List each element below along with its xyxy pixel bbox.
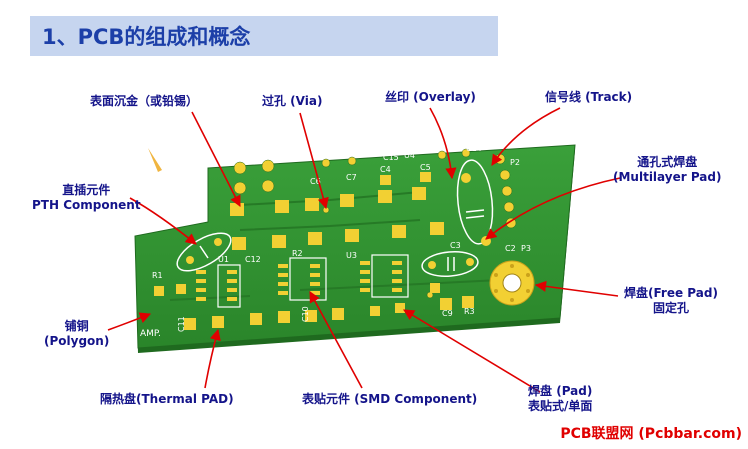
label-multilayer-pad: 通孔式焊盘 (Multilayer Pad) (613, 155, 721, 185)
page-title: 1、PCB的组成和概念 (42, 25, 251, 49)
silk-c6: C6 (310, 177, 321, 186)
silk-p3: P3 (521, 244, 531, 253)
label-pth-line2: PTH Component (32, 198, 141, 212)
pth-component-outline (176, 232, 232, 272)
silk-c3: C3 (450, 241, 461, 250)
label-overlay: 丝印 (Overlay) (385, 90, 476, 104)
label-free-pad: 焊盘(Free Pad) 固定孔 (624, 286, 718, 316)
silk-c12: C12 (245, 255, 261, 264)
label-multilayer-line2: (Multilayer Pad) (613, 170, 722, 184)
label-free-pad-line1: 焊盘(Free Pad) (624, 286, 718, 300)
arrow-free-pad (534, 280, 619, 297)
label-pth-line1: 直插元件 (62, 183, 111, 197)
label-polygon-line2: (Polygon) (44, 334, 110, 348)
silk-c10: C10 (301, 306, 310, 322)
ic-outlines (217, 254, 409, 308)
title-bar: 1、PCB的组成和概念 (30, 16, 498, 56)
mounting-hole (489, 260, 535, 306)
silk-p2: P2 (510, 158, 520, 167)
silk-r3: R3 (464, 307, 475, 316)
arrow-thermal (204, 328, 221, 389)
silk-u3: U3 (346, 251, 357, 260)
label-multilayer-line1: 通孔式焊盘 (637, 155, 698, 169)
silk-u1: U1 (218, 255, 229, 264)
label-thermal-pad: 隔热盘(Thermal PAD) (100, 392, 234, 406)
overlay-capacitor-c14 (456, 159, 494, 246)
label-smd-component: 表贴元件 (SMD Component) (302, 392, 478, 406)
arrow-multilayer (485, 177, 621, 240)
silk-c5: C5 (420, 163, 431, 172)
label-via: 过孔 (Via) (262, 94, 323, 108)
arrow-pth (129, 197, 197, 245)
callout-arrows (107, 107, 621, 393)
silk-c7: C7 (346, 173, 357, 182)
label-pad-line1: 焊盘 (Pad) (528, 384, 593, 398)
overlay-capacitor-c3 (421, 251, 479, 277)
pads-bottom (154, 283, 474, 330)
label-pad: 焊盘 (Pad) 表贴式/单面 (528, 384, 592, 414)
silk-c9: C9 (442, 309, 453, 318)
silk-r1: R1 (152, 271, 163, 280)
label-track: 信号线 (Track) (545, 90, 633, 104)
silk-r2: R2 (292, 249, 303, 258)
silk-u4: U4 (404, 151, 415, 160)
arrow-overlay (429, 107, 457, 180)
pads-top (230, 172, 444, 250)
silk-c2: C2 (505, 244, 516, 253)
silk-c15: C15 (383, 153, 399, 162)
label-polygon: 铺铜 (Polygon) (44, 319, 109, 349)
light-glare (148, 148, 162, 172)
silk-c4: C4 (380, 165, 391, 174)
label-free-pad-line2: 固定孔 (652, 301, 689, 315)
silk-c11: C11 (177, 316, 186, 332)
arrow-polygon (107, 312, 152, 331)
arrow-via (299, 112, 329, 210)
label-polygon-line1: 铺铜 (64, 319, 89, 333)
label-pth-component: 直插元件 PTH Component (32, 183, 141, 213)
label-surface-finish: 表面沉金（或铅锡） (90, 94, 199, 108)
silk-amp: AMP. (140, 329, 161, 339)
label-pad-line2: 表贴式/单面 (528, 399, 593, 413)
arrow-pad (403, 309, 541, 393)
arrow-smd (309, 291, 363, 389)
silk-c14: C14 (466, 144, 482, 153)
footer-watermark: PCB联盟网 (Pcbbar.com) (560, 426, 742, 442)
arrow-surface-finish (191, 111, 241, 207)
arrow-track (491, 107, 561, 166)
